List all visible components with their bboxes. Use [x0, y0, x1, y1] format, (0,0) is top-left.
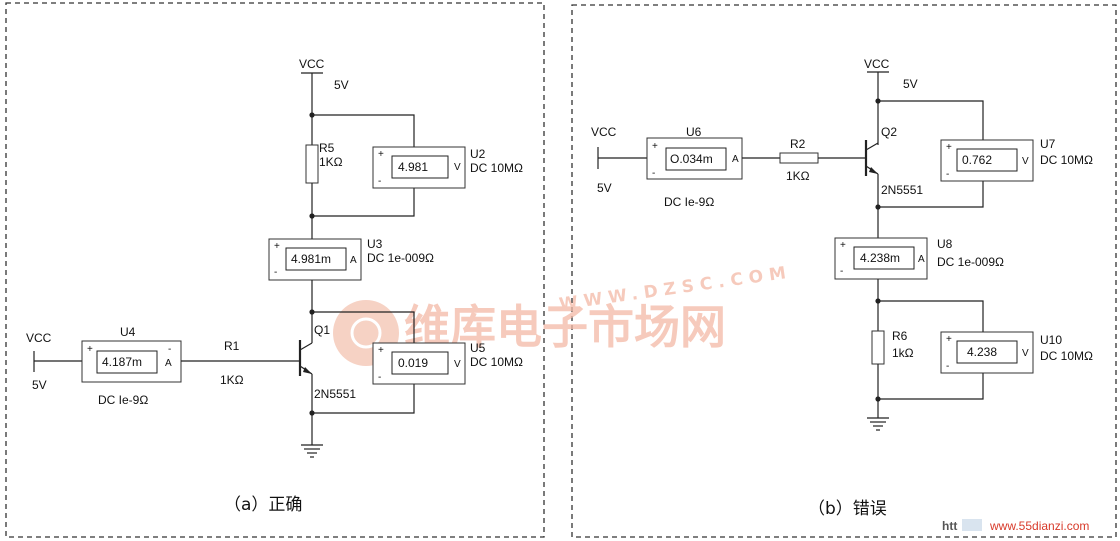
u5-unit: V: [454, 359, 461, 370]
u3-mode: DC 1e-009Ω: [367, 251, 434, 265]
svg-text:+: +: [378, 345, 384, 356]
watermark-url: www.55dianzi.com: [989, 519, 1089, 533]
u5-name: U5: [470, 341, 486, 355]
svg-text:-: -: [274, 267, 277, 278]
u6-reading: O.034m: [670, 152, 713, 166]
u10-unit: V: [1022, 348, 1029, 359]
svg-text:-: -: [378, 176, 381, 187]
u4-display: [96, 350, 158, 374]
u5-mode: DC 10MΩ: [470, 355, 523, 369]
u7-unit: V: [1022, 156, 1029, 167]
u8-reading: 4.238m: [860, 251, 900, 265]
vcc-left-label: VCC: [26, 331, 52, 345]
u2-display: [391, 155, 449, 179]
u3-reading: 4.981m: [291, 252, 331, 266]
r1-name: R1: [224, 339, 240, 353]
u4-name: U4: [120, 325, 136, 339]
panel-b: VCC 5V Q2 2N5551 + - 0.762 V U7 DC 10MΩ …: [591, 57, 1093, 519]
u8-name: U8: [937, 237, 953, 251]
panel-b-frame: [571, 4, 1117, 538]
u3-display: [285, 247, 347, 271]
svg-text:+: +: [87, 344, 93, 355]
vcc-top-label: VCC: [299, 57, 325, 71]
caption-b: （b）错误: [808, 499, 887, 519]
r5-name: R5: [319, 141, 335, 155]
u10-mode: DC 10MΩ: [1040, 349, 1093, 363]
u6-display: [665, 147, 727, 171]
r6-value: 1kΩ: [892, 346, 914, 360]
u8-mode: DC 1e-009Ω: [937, 255, 1004, 269]
watermark-url-prefix: htt: [942, 519, 957, 533]
u4-reading: 4.187m: [102, 355, 142, 369]
r2-resistor: [779, 152, 819, 164]
u10-reading: 4.238: [967, 345, 997, 359]
u6-name: U6: [686, 125, 702, 139]
u7-name: U7: [1040, 137, 1056, 151]
q2-part: 2N5551: [881, 183, 923, 197]
u5-reading: 0.019: [398, 356, 428, 370]
u2-reading: 4.981: [398, 160, 428, 174]
svg-text:+: +: [652, 141, 658, 152]
svg-text:-: -: [652, 168, 655, 179]
svg-text:-: -: [946, 361, 949, 372]
q1-part: 2N5551: [314, 387, 356, 401]
u4-mode: DC Ie-9Ω: [98, 393, 148, 407]
svg-text:-: -: [946, 169, 949, 180]
watermark-url-icon: [962, 519, 982, 531]
vcc-top-voltage-b: 5V: [903, 77, 918, 91]
watermark: 维库电子市场网 WWW.DZSC.COM: [333, 262, 793, 366]
u6-mode: DC Ie-9Ω: [664, 195, 714, 209]
vcc-top-label-b: VCC: [864, 57, 890, 71]
u8-display: [853, 246, 915, 270]
r5-resistor: [305, 144, 319, 184]
r6-resistor: [871, 330, 885, 365]
u7-reading: 0.762: [962, 153, 992, 167]
caption-a: （a）正确: [224, 495, 302, 515]
r6-name: R6: [892, 329, 908, 343]
svg-text:-: -: [378, 372, 381, 383]
svg-text:+: +: [946, 334, 952, 345]
u3-unit: A: [350, 255, 357, 266]
u2-name: U2: [470, 147, 486, 161]
panel-a: VCC 5V R5 1KΩ + - 4.981 V U2 DC 10MΩ + -…: [26, 57, 523, 515]
svg-text:+: +: [274, 241, 280, 252]
u7-display: [956, 148, 1018, 172]
u4-unit: A: [165, 358, 172, 369]
u2-unit: V: [454, 162, 461, 173]
vcc-left-voltage: 5V: [32, 378, 47, 392]
u10-display: [956, 340, 1018, 364]
u2-mode: DC 10MΩ: [470, 161, 523, 175]
svg-text:+: +: [840, 240, 846, 251]
r1-value: 1KΩ: [220, 373, 244, 387]
svg-text:+: +: [378, 149, 384, 160]
svg-text:-: -: [840, 266, 843, 277]
vcc-left-voltage-b: 5V: [597, 181, 612, 195]
u7-mode: DC 10MΩ: [1040, 153, 1093, 167]
svg-text:-: -: [168, 344, 171, 355]
panel-a-frame: [5, 2, 545, 538]
svg-text:+: +: [946, 142, 952, 153]
q1-name: Q1: [314, 323, 330, 337]
q2-name: Q2: [881, 125, 897, 139]
vcc-left-label-b: VCC: [591, 125, 617, 139]
vcc-top-voltage: 5V: [334, 78, 349, 92]
r5-value: 1KΩ: [319, 155, 343, 169]
r2-name: R2: [790, 137, 806, 151]
u8-unit: A: [918, 254, 925, 265]
r2-value: 1KΩ: [786, 169, 810, 183]
u6-unit: A: [732, 154, 739, 165]
u5-display: [391, 351, 449, 375]
u10-name: U10: [1040, 333, 1062, 347]
u3-name: U3: [367, 237, 383, 251]
